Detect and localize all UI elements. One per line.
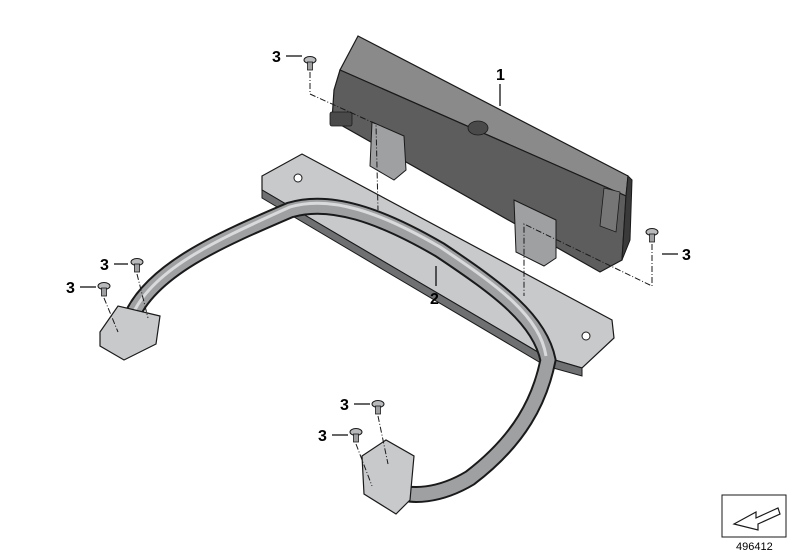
bracket-tube-highlight <box>130 201 548 357</box>
assembly-line <box>355 443 373 487</box>
assembly-line <box>523 223 653 296</box>
bracket-tube-fill <box>123 199 555 501</box>
screw-icon <box>645 228 659 243</box>
callout-1: 1 <box>496 67 505 84</box>
plate-hole-right <box>581 331 591 341</box>
assembly-lines <box>103 72 653 487</box>
part-3-screws <box>97 56 659 443</box>
plate-hole-left <box>293 173 303 183</box>
callout-3: 3 <box>340 397 349 414</box>
callout-3: 3 <box>66 280 75 297</box>
screw-icon <box>130 258 144 273</box>
callout-3: 3 <box>100 257 109 274</box>
callout-labels: 1 2 3 3 3 3 3 3 <box>66 49 691 445</box>
module-left-mount <box>369 121 407 181</box>
module-end-bevel <box>599 187 621 233</box>
callout-3: 3 <box>682 247 691 264</box>
screw-icon <box>349 428 363 443</box>
direction-arrow-icon <box>732 507 781 531</box>
callout-2: 2 <box>430 291 439 308</box>
bracket-left-foot <box>99 305 161 361</box>
screw-icon <box>97 282 111 297</box>
assembly-line <box>103 297 119 333</box>
reference-number: 496412 <box>736 541 773 553</box>
callout-3: 3 <box>318 428 327 445</box>
assembly-line <box>377 415 389 465</box>
part-2-bracket <box>99 153 615 515</box>
callout-3: 3 <box>272 49 281 66</box>
module-connector <box>329 111 353 127</box>
part-1-module <box>329 35 633 273</box>
module-end-face <box>621 174 633 261</box>
bracket-lower-foot <box>361 439 415 515</box>
assembly-line <box>136 273 149 319</box>
assembly-line <box>309 72 379 211</box>
leader-lines <box>80 55 678 436</box>
screw-icon <box>371 400 385 415</box>
screw-icon <box>303 56 317 71</box>
reference-box <box>721 494 787 538</box>
module-center-boss <box>467 120 489 136</box>
